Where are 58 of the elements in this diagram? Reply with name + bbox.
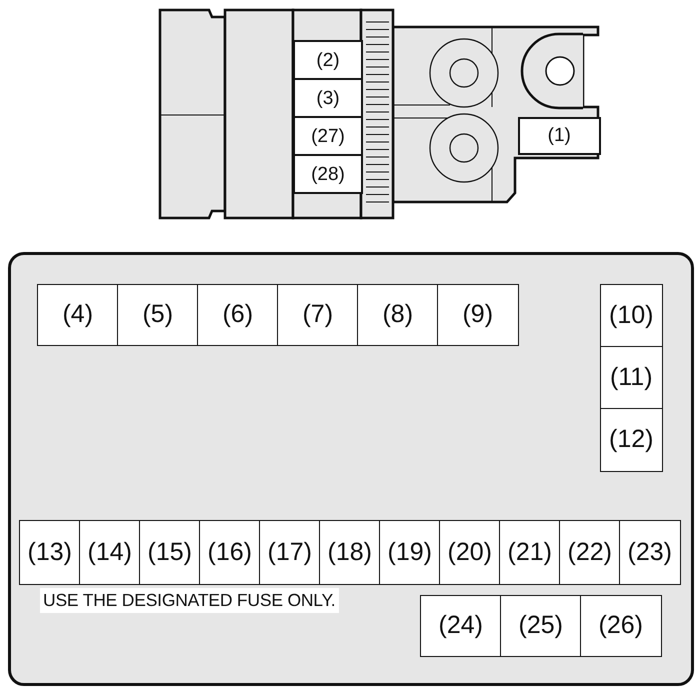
fuse-number: (5) (142, 302, 174, 328)
fuse-slot (319, 520, 380, 584)
fuse-slot (293, 116, 363, 156)
fuse-slot (500, 595, 582, 656)
fuse-number: (10) (609, 303, 654, 328)
fuse-slot (439, 520, 500, 584)
fuse-slot (379, 520, 440, 584)
fuse-number: (19) (388, 540, 432, 565)
fuse-slot (293, 40, 363, 80)
fuse-slot (437, 284, 518, 346)
fuse-number: (12) (609, 427, 654, 452)
fuse-slot (600, 408, 662, 472)
fuse-number: (15) (148, 540, 192, 565)
fuse-number: (17) (268, 540, 312, 565)
fuse-number: (26) (598, 613, 643, 638)
fuse-slot (580, 595, 662, 656)
fuse-slot (139, 520, 200, 584)
fuse-slot (19, 520, 80, 584)
fuse-number: (13) (28, 540, 72, 565)
fuse-number: (20) (448, 540, 492, 565)
warning-note: USE THE DESIGNATED FUSE ONLY. (40, 588, 340, 614)
fuse-number: (24) (438, 613, 483, 638)
fuse-number: (4) (62, 302, 94, 328)
fuse-slot (293, 78, 363, 118)
fuse-slot (199, 520, 260, 584)
fuse-number: (8) (382, 302, 414, 328)
fuse-number: (6) (222, 302, 254, 328)
fuse-slot (277, 284, 358, 346)
fuse-number: (2) (316, 50, 340, 70)
fuse-slot (197, 284, 278, 346)
fuse-number: (27) (311, 126, 345, 146)
fuse-number: (23) (628, 540, 672, 565)
fuse-number: (1) (548, 126, 571, 146)
fuse-number: (22) (568, 540, 612, 565)
fuse-number: (14) (88, 540, 132, 565)
fuse-number: (28) (311, 164, 345, 184)
fuse-slot (600, 284, 662, 348)
fuse-slot (79, 520, 140, 584)
fuse-slot (518, 117, 600, 154)
fuse-number: (7) (302, 302, 334, 328)
fuse-number: (9) (462, 302, 494, 328)
fuse-number: (3) (316, 88, 340, 108)
fuse-slot (259, 520, 320, 584)
fuse-number: (11) (610, 365, 653, 390)
fuse-slot (117, 284, 198, 346)
fuse-slot (420, 595, 502, 656)
fuse-slot (559, 520, 620, 584)
fuse-slot (619, 520, 680, 584)
fuse-slot (37, 284, 118, 346)
fuse-panel (8, 252, 694, 686)
fuse-slot (499, 520, 560, 584)
fuse-slot (293, 154, 363, 194)
fuse-slot (357, 284, 438, 346)
fuse-number: (16) (208, 540, 252, 565)
fuse-slot (600, 346, 662, 410)
fuse-number: (25) (518, 613, 563, 638)
fuse-number: (18) (328, 540, 372, 565)
fuse-number: (21) (508, 540, 552, 565)
